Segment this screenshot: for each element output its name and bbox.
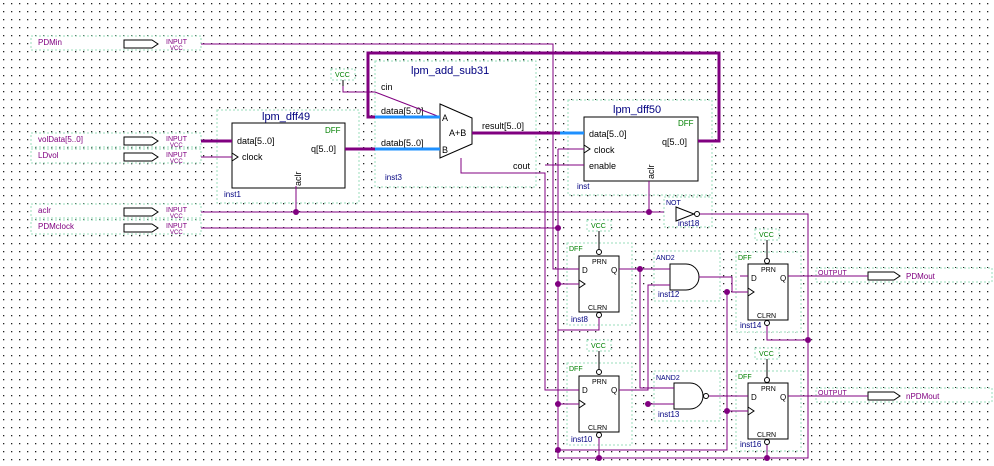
ff8-inst: inst8 — [571, 315, 588, 324]
dff49-tag: DFF — [325, 126, 341, 135]
pin-aclr-type: INPUT — [166, 207, 188, 214]
dff50-inst: inst — [577, 182, 590, 191]
ff14-inst: inst14 — [740, 321, 762, 330]
pin-pdmclock[interactable]: PDMclock INPUT VCC — [30, 219, 202, 236]
ff8-prn: PRN — [592, 259, 607, 266]
pin-npdmout-name: nPDMout — [906, 392, 940, 401]
ff16-vcc: VCC — [759, 351, 774, 358]
add-vcc-tie: VCC — [330, 68, 356, 86]
ff14-q: Q — [780, 274, 786, 283]
dff49-port-aclr: aclr — [293, 171, 303, 186]
dff49-inst: inst1 — [224, 190, 241, 199]
block-lpm-dff49[interactable]: lpm_dff49 DFF data[5..0] clock q[5..0] a… — [216, 109, 360, 204]
pin-ldvol-name: LDvol — [38, 151, 59, 160]
pin-pdmin-type: INPUT — [166, 39, 188, 46]
pin-pdmout[interactable]: OUTPUT PDMout — [815, 267, 993, 283]
ff16-inst: inst16 — [740, 440, 762, 449]
pin-pdmclock-name: PDMclock — [38, 222, 75, 231]
block-lpm-add-sub31[interactable]: lpm_add_sub31 cin dataa[5..0] datab[5..0… — [374, 60, 537, 188]
add-title: lpm_add_sub31 — [411, 65, 489, 77]
add-op: A+B — [449, 128, 466, 138]
dff49-port-q: q[5..0] — [311, 144, 336, 154]
pin-pdmclock-type: INPUT — [166, 223, 188, 230]
add-inst: inst3 — [385, 173, 402, 182]
ff8-d: D — [582, 266, 588, 275]
nand2-inst: inst13 — [658, 410, 680, 419]
ff16-q: Q — [780, 393, 786, 402]
ff16-clrn: CLRN — [757, 432, 776, 439]
pin-voldata-type: INPUT — [166, 136, 188, 143]
ff10-clrn: CLRN — [588, 425, 607, 432]
ff16-tag: DFF — [738, 374, 752, 381]
pin-aclr-name: aclr — [38, 206, 51, 215]
pin-npdmout-type: OUTPUT — [818, 390, 848, 397]
and2-inst: inst12 — [658, 290, 680, 299]
dff50-port-clock: clock — [594, 145, 615, 155]
ff10-prn: PRN — [592, 379, 607, 386]
not-label: NOT — [666, 200, 682, 207]
pin-aclr-supply: VCC — [170, 214, 183, 220]
block-lpm-dff50[interactable]: lpm_dff50 DFF data[5..0] clock enable q[… — [567, 99, 713, 196]
ff10-d: D — [582, 386, 588, 395]
dff49-title: lpm_dff49 — [262, 111, 310, 123]
add-port-cin: cin — [381, 82, 393, 92]
nand2-label: NAND2 — [656, 375, 680, 382]
add-port-result: result[5..0] — [482, 121, 524, 131]
ff8-tag: DFF — [569, 246, 583, 253]
pin-ldvol-type: INPUT — [166, 152, 188, 159]
junctions — [293, 209, 811, 461]
pin-pdmin-name: PDMin — [38, 38, 62, 47]
pin-ldvol-supply: VCC — [170, 159, 183, 165]
add-vcc-label: VCC — [335, 72, 350, 79]
pin-pdmout-type: OUTPUT — [818, 270, 848, 277]
add-port-b: B — [442, 145, 448, 155]
ff10-tag: DFF — [569, 366, 583, 373]
dff50-port-data: data[5..0] — [589, 129, 627, 139]
ff14-tag: DFF — [738, 255, 752, 262]
pin-pdmin[interactable]: PDMin INPUT VCC — [30, 35, 202, 52]
dff50-title: lpm_dff50 — [613, 104, 661, 116]
dff50-port-enable: enable — [589, 161, 616, 171]
ff8-q: Q — [611, 266, 617, 275]
ff8-vcc: VCC — [591, 223, 606, 230]
ff14-prn: PRN — [761, 267, 776, 274]
ff8-clrn: CLRN — [588, 305, 607, 312]
add-port-a: A — [442, 113, 448, 123]
dff-inst16[interactable]: VCC DFF PRN D Q CLRN inst16 — [735, 347, 802, 452]
add-port-datab: datab[5..0] — [381, 138, 424, 148]
ff10-inst: inst10 — [571, 435, 593, 444]
pin-npdmout[interactable]: OUTPUT nPDMout — [815, 387, 993, 403]
ff16-prn: PRN — [761, 386, 776, 393]
dff50-port-aclr: aclr — [646, 164, 656, 179]
pin-voldata-supply: VCC — [170, 143, 183, 149]
gate-and2-inst12[interactable]: AND2 inst12 — [653, 250, 721, 302]
dff50-port-q: q[5..0] — [662, 137, 687, 147]
dff50-tag: DFF — [678, 119, 694, 128]
ff14-clrn: CLRN — [757, 313, 776, 320]
dff49-port-clock: clock — [242, 152, 263, 162]
pin-pdmin-supply: VCC — [170, 46, 183, 52]
not-inst: inst18 — [678, 219, 700, 228]
pin-pdmout-name: PDMout — [906, 272, 936, 281]
dff49-port-data: data[5..0] — [237, 136, 275, 146]
ff14-vcc: VCC — [759, 232, 774, 239]
ff10-q: Q — [611, 386, 617, 395]
pin-ldvol[interactable]: LDvol INPUT VCC — [30, 148, 202, 165]
add-port-cout: cout — [513, 161, 531, 171]
ff14-d: D — [751, 274, 757, 283]
pin-voldata[interactable]: volData[5..0] INPUT VCC — [30, 132, 202, 149]
pin-aclr[interactable]: aclr INPUT VCC — [30, 203, 202, 220]
pin-voldata-name: volData[5..0] — [38, 135, 83, 144]
add-port-dataa: dataa[5..0] — [381, 106, 424, 116]
pin-pdmclock-supply: VCC — [170, 230, 183, 236]
and2-label: AND2 — [656, 255, 675, 262]
ff16-d: D — [751, 393, 757, 402]
bus-highlights — [375, 115, 584, 151]
ff10-vcc: VCC — [591, 343, 606, 350]
gate-not-inst18[interactable]: NOT inst18 — [663, 196, 713, 228]
